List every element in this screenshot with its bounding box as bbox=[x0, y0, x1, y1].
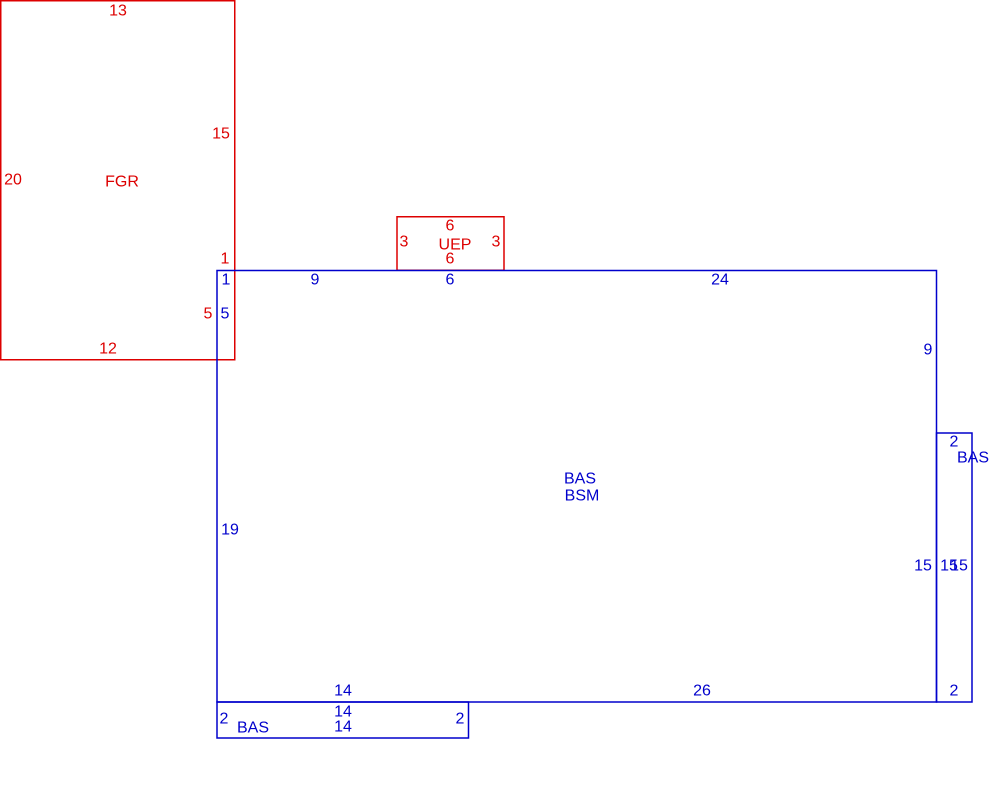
bas-bottom-outline bbox=[216, 701, 470, 739]
uep-dim-right: 3 bbox=[492, 234, 501, 251]
bas-main-dim-top-seg2: 6 bbox=[446, 272, 455, 289]
fgr-label: FGR bbox=[105, 174, 139, 191]
bas-main-dim-right-upper: 9 bbox=[924, 342, 933, 359]
bas-right-dim-bottom: 2 bbox=[950, 683, 959, 700]
fgr-outline bbox=[0, 0, 236, 361]
fgr-dim-top: 13 bbox=[109, 3, 127, 20]
uep-dim-bottom: 6 bbox=[446, 251, 455, 268]
bas-bottom-dim-left: 2 bbox=[220, 711, 229, 728]
bsm-label: BSM bbox=[565, 488, 600, 505]
bas-main-dim-left-lower: 19 bbox=[221, 522, 239, 539]
bas-main-dim-left-upper: 5 bbox=[221, 306, 230, 323]
fgr-dim-right-upper: 15 bbox=[212, 126, 230, 143]
fgr-area: FGR 13 20 15 1 5 12 bbox=[0, 0, 236, 361]
bas-bottom-dim-top: 14 bbox=[334, 704, 352, 721]
bas-bottom-dim-bottom: 14 bbox=[334, 719, 352, 736]
uep-dim-top: 6 bbox=[446, 218, 455, 235]
bas-bottom-dim-right: 2 bbox=[456, 711, 465, 728]
bas-bottom-area: BAS 14 14 2 2 bbox=[216, 701, 470, 739]
bas-right-dim-right: 15 bbox=[950, 558, 968, 575]
fgr-dim-left: 20 bbox=[4, 172, 22, 189]
fgr-dim-right-lower: 5 bbox=[204, 306, 213, 323]
fgr-dim-bottom: 12 bbox=[99, 341, 117, 358]
bas-right-label: BAS bbox=[957, 450, 989, 467]
bas-right-dim-left: 15 bbox=[940, 558, 958, 575]
bas-main-dim-right-lower: 15 bbox=[914, 558, 932, 575]
uep-dim-left: 3 bbox=[400, 234, 409, 251]
bas-right-dim-top: 2 bbox=[950, 434, 959, 451]
fgr-dim-right-corner: 1 bbox=[221, 251, 230, 268]
bas-main-dim-bottom-seg2: 26 bbox=[693, 683, 711, 700]
bas-right-outline bbox=[935, 432, 973, 703]
bas-right-area: BAS 2 15 15 2 bbox=[935, 432, 989, 703]
bas-main-area: BAS BSM 1 9 6 24 5 19 9 15 14 26 bbox=[216, 269, 938, 703]
uep-label: UEP bbox=[439, 237, 472, 254]
bas-bottom-label: BAS bbox=[237, 720, 269, 737]
uep-area: UEP 6 6 3 3 bbox=[396, 216, 505, 271]
bas-main-dim-bottom-seg1: 14 bbox=[334, 683, 352, 700]
bas-main-label: BAS bbox=[564, 471, 596, 488]
bas-main-dim-top-seg1: 9 bbox=[311, 272, 320, 289]
bas-main-dim-top-seg3: 24 bbox=[711, 272, 729, 289]
bas-main-dim-top-corner: 1 bbox=[222, 272, 231, 289]
